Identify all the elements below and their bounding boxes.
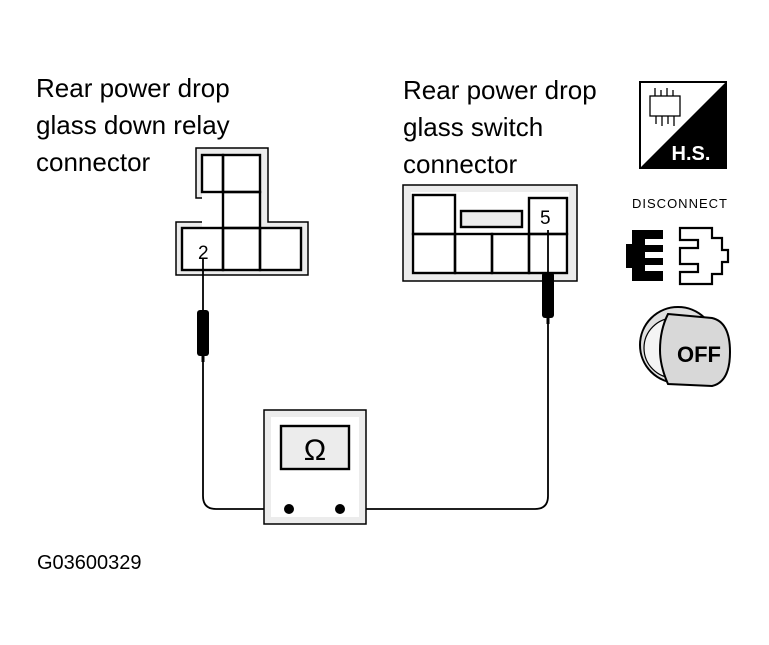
disconnect-icon: DISCONNECT bbox=[626, 196, 730, 286]
ohmmeter: Ω bbox=[263, 409, 367, 525]
ohm-symbol: Ω bbox=[304, 434, 326, 467]
meter-terminal-right bbox=[335, 504, 345, 514]
test-leads bbox=[202, 322, 549, 510]
switch-connector-label: Rear power drop glass switch connector bbox=[403, 75, 597, 179]
relay-connector-label: Rear power drop glass down relay connect… bbox=[36, 73, 230, 177]
meter-terminal-left bbox=[284, 504, 294, 514]
disconnect-label: DISCONNECT bbox=[632, 196, 728, 211]
off-label: OFF bbox=[677, 342, 721, 367]
switch-label-line-2: glass switch bbox=[403, 112, 543, 142]
relay-label-line-3: connector bbox=[36, 147, 151, 177]
figure-code: G03600329 bbox=[37, 552, 142, 574]
relay-label-line-1: Rear power drop bbox=[36, 73, 230, 103]
switch-connector: 5 bbox=[402, 184, 578, 282]
switch-pin-number: 5 bbox=[540, 208, 551, 229]
hs-label: H.S. bbox=[672, 143, 711, 165]
switch-label-line-1: Rear power drop bbox=[403, 75, 597, 105]
relay-pin-number: 2 bbox=[198, 243, 209, 264]
ignition-off-icon: OFF bbox=[639, 306, 732, 388]
relay-connector: 2 bbox=[175, 147, 309, 276]
relay-label-line-2: glass down relay bbox=[36, 110, 230, 140]
switch-label-line-3: connector bbox=[403, 149, 518, 179]
hs-icon: H.S. bbox=[639, 81, 727, 169]
